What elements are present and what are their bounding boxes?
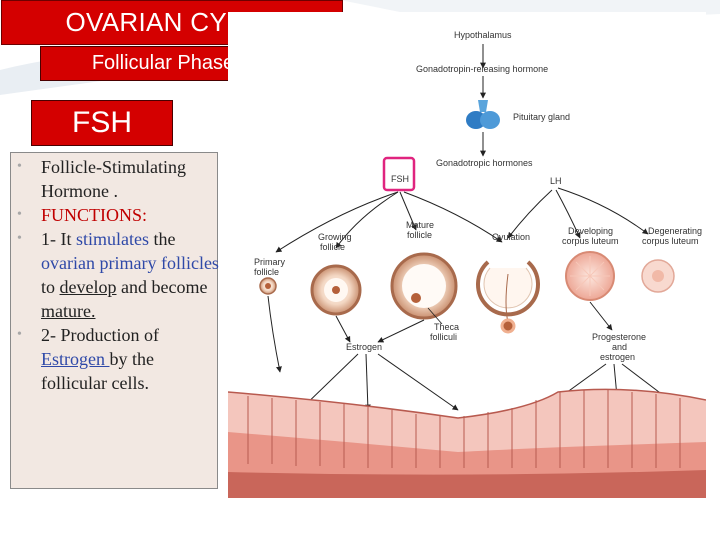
- developing-cl-graphic: [565, 251, 615, 301]
- bullet-item: • 1- It stimulates the ovarian primary f…: [11, 227, 219, 323]
- lh-arrows: [507, 187, 649, 239]
- bullet-prefix: 1- It: [41, 229, 76, 249]
- estrogen-arrows: [267, 295, 459, 413]
- bullet-dot: •: [17, 159, 22, 174]
- follicles-term: ovarian primary follicles: [41, 253, 219, 273]
- ovulation-graphic: [476, 260, 540, 334]
- growing-follicle-graphic: [310, 264, 362, 316]
- fsh-diagram-label: FSH: [391, 174, 409, 184]
- slide-subtitle: Follicular Phase: [91, 52, 235, 74]
- endometrium-graphic: [228, 388, 706, 498]
- gonadotropic-label: Gonadotropic hormones: [436, 158, 533, 168]
- bullet-tail: by the follicular cells.: [41, 349, 154, 393]
- bullet-text: Follicle-Stimulating Hormone .: [41, 157, 186, 201]
- estrogen-label: Estrogen: [346, 342, 382, 352]
- bullet-item: • FUNCTIONS:: [11, 203, 219, 227]
- text-panel: • Follicle-Stimulating Hormone . • FUNCT…: [10, 152, 219, 489]
- bullet-tail: to: [41, 277, 60, 297]
- bullet-item: • 2- Production of Estrogen by the folli…: [11, 323, 219, 395]
- estrogen-term: Estrogen: [41, 349, 110, 369]
- pituitary-gland-icon: [466, 100, 500, 129]
- lh-label: LH: [550, 176, 562, 186]
- bullet-dot: •: [17, 231, 22, 246]
- bullet-tail: and become: [116, 277, 208, 297]
- diagram-svg: Hypothalamus Gonadotropin-releasing horm…: [228, 30, 706, 498]
- develop-term: develop: [59, 277, 117, 297]
- degenerating-cl-graphic: [641, 259, 675, 293]
- stimulates-term: stimulates: [76, 229, 149, 249]
- ovulation-label: Ovulation: [492, 232, 530, 242]
- ovarian-cycle-diagram: Hypothalamus Gonadotropin-releasing horm…: [228, 12, 706, 498]
- hypothalamus-label: Hypothalamus: [454, 30, 512, 40]
- hormone-box: FSH: [31, 100, 173, 146]
- mature-follicle-graphic: [390, 252, 458, 320]
- hormone-label: FSH: [72, 106, 132, 139]
- theca-pointer: [427, 307, 443, 325]
- fsh-arrows: [275, 191, 503, 253]
- gnrh-label: Gonadotropin-releasing hormone: [416, 64, 548, 74]
- functions-heading: FUNCTIONS:: [41, 205, 148, 225]
- fsh-highlight-box: [382, 156, 416, 192]
- bullet-mid: the: [149, 229, 176, 249]
- bullet-item: • Follicle-Stimulating Hormone .: [11, 155, 219, 203]
- mature-term: mature.: [41, 301, 96, 321]
- bullet-dot: •: [17, 207, 22, 222]
- pituitary-label: Pituitary gland: [513, 112, 570, 122]
- bullet-dot: •: [17, 327, 22, 342]
- bullet-prefix: 2- Production of: [41, 325, 159, 345]
- primary-follicle-graphic: [259, 277, 277, 295]
- bullet-list: • Follicle-Stimulating Hormone . • FUNCT…: [11, 155, 219, 395]
